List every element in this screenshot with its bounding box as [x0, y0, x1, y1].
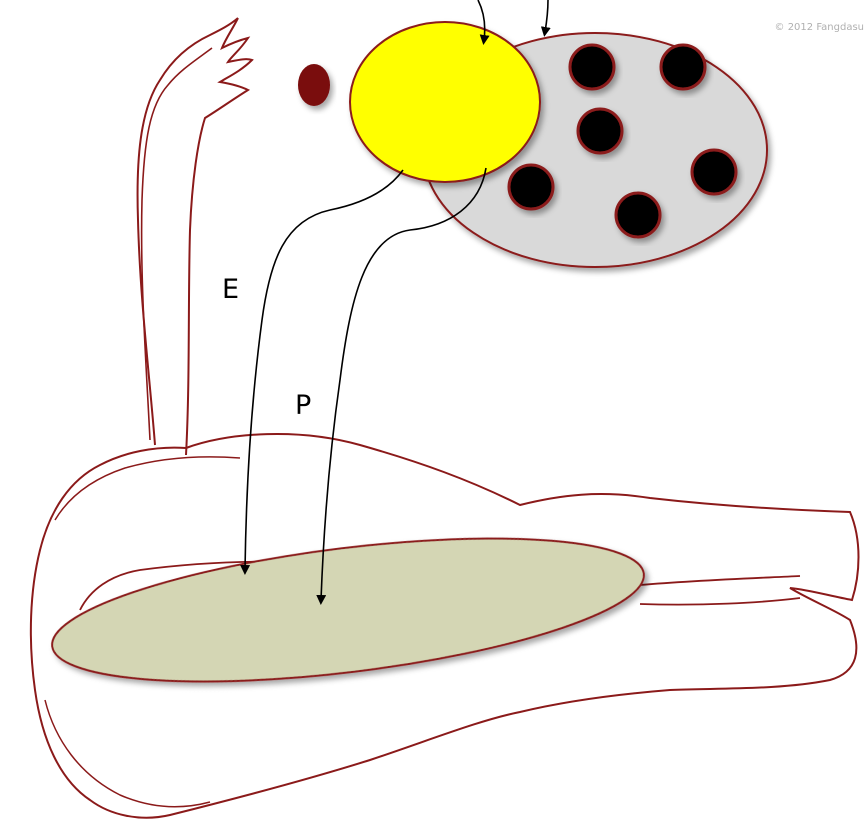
label-e: E	[222, 274, 239, 305]
dark-dot	[692, 150, 736, 194]
arm-outline-inner	[142, 48, 212, 440]
arrow-e	[245, 170, 403, 570]
platform-oval	[45, 512, 652, 708]
label-p: P	[295, 390, 311, 421]
copyright-notice: © 2012 Fangdasu	[775, 22, 864, 33]
small-red-dot	[298, 64, 330, 106]
dark-dot	[509, 165, 553, 209]
yellow-oval	[350, 22, 540, 182]
dark-dot	[616, 193, 660, 237]
arrow-into-gray	[545, 0, 548, 32]
dark-dot	[661, 45, 705, 89]
dark-dot	[570, 45, 614, 89]
arrow-p	[321, 168, 486, 600]
arm-outline	[138, 18, 252, 455]
dark-dot	[578, 109, 622, 153]
